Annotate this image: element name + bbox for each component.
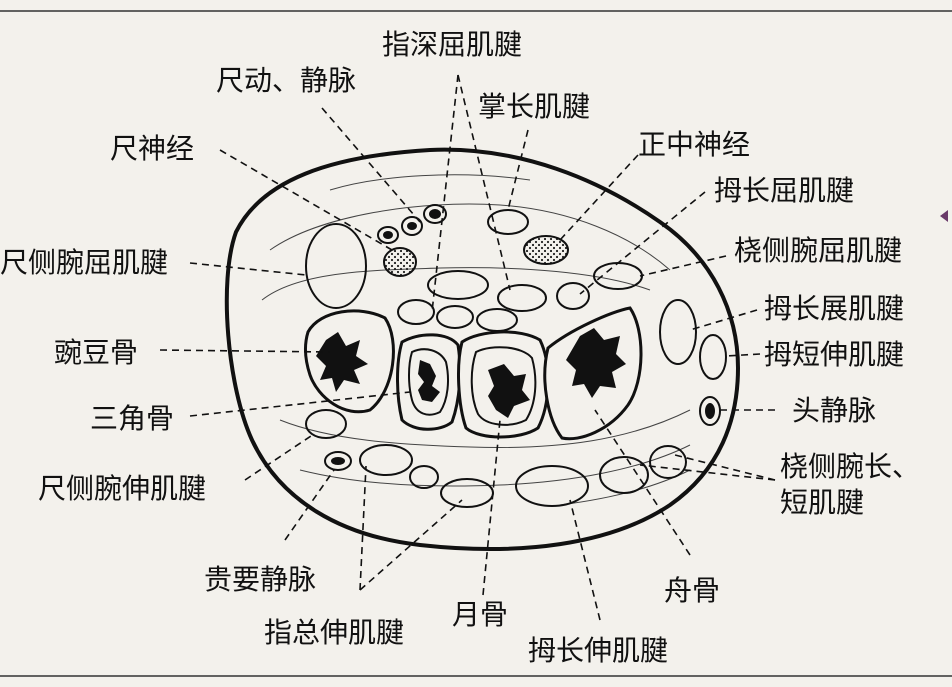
abductor-pollicis-longus-tendon (659, 299, 697, 365)
label-median-nerve: 正中神经 (638, 128, 751, 161)
label-flexor-pollicis-longus: 拇长屈肌腱 (714, 174, 855, 207)
label-pisiform: 豌豆骨 (54, 336, 139, 369)
ulnar-nerve-shape (383, 247, 417, 277)
extensor-carpi-radialis-tendons (599, 445, 687, 494)
label-cephalic-vein: 头静脉 (792, 394, 877, 427)
median-nerve-shape (523, 235, 569, 265)
label-extensor-carpi-radialis: 桡侧腕长、 短肌腱 (780, 452, 950, 518)
ulnar-vein-1-lumen (383, 231, 393, 239)
label-flexor-carpi-ulnaris: 尺侧腕屈肌腱 (0, 246, 169, 279)
label-triquetrum: 三角骨 (90, 402, 175, 435)
triquetrum-bone (396, 333, 462, 431)
basilic-vein-lumen (331, 457, 345, 465)
label-extensor-pollicis-brevis: 拇短伸肌腱 (764, 338, 905, 371)
lunate-bone (457, 330, 550, 439)
label-extensor-carpi-radialis-line1: 桡侧腕长、 (780, 450, 921, 483)
label-ulnar-nerve: 尺神经 (110, 132, 195, 165)
flexor-pollicis-longus-tendon (556, 282, 590, 310)
ulnar-vein-2-lumen (429, 209, 441, 219)
extensor-pollicis-brevis-tendon (699, 334, 727, 380)
ulnar-artery (401, 216, 423, 236)
flexor-carpi-ulnaris-tendon (305, 223, 367, 309)
label-extensor-carpi-ulnaris: 尺侧腕伸肌腱 (38, 472, 207, 505)
ulnar-vein-2 (423, 204, 447, 224)
label-extensor-digitorum: 指总伸肌腱 (264, 616, 405, 649)
label-lunate: 月骨 (452, 598, 509, 631)
label-extensor-pollicis-longus: 拇长伸肌腱 (528, 634, 669, 667)
label-basilic-vein: 贵要静脉 (204, 563, 317, 596)
basilic-vein-shape (324, 451, 352, 471)
leader-lines (159, 74, 776, 621)
label-flexor-digitorum-profundus: 指深屈肌腱 (382, 28, 523, 61)
label-abductor-pollicis-longus: 拇长展肌腱 (764, 292, 905, 325)
cephalic-vein-lumen (705, 403, 715, 419)
extensor-digitorum-tendons (359, 444, 494, 508)
label-scaphoid: 舟骨 (664, 574, 721, 607)
edge-arrow-marker (940, 210, 948, 222)
scaphoid-bone (543, 306, 643, 441)
label-extensor-carpi-radialis-line2: 短肌腱 (780, 486, 865, 519)
pisiform-bone (304, 309, 395, 414)
label-flexor-carpi-radialis: 桡侧腕屈肌腱 (734, 234, 903, 267)
cephalic-vein-shape (699, 396, 721, 426)
label-ulnar-artery-vein: 尺动、静脉 (216, 64, 357, 97)
ulnar-artery-lumen (407, 222, 417, 230)
flexor-digitorum-tendons (397, 270, 547, 332)
wrist-outline (224, 147, 741, 552)
label-palmaris-longus: 掌长肌腱 (478, 90, 591, 123)
palmaris-longus-tendon (487, 209, 529, 235)
extensor-pollicis-longus-tendon (515, 465, 589, 507)
ulnar-vein-1 (377, 226, 399, 244)
extensor-carpi-ulnaris-tendon (305, 409, 347, 439)
